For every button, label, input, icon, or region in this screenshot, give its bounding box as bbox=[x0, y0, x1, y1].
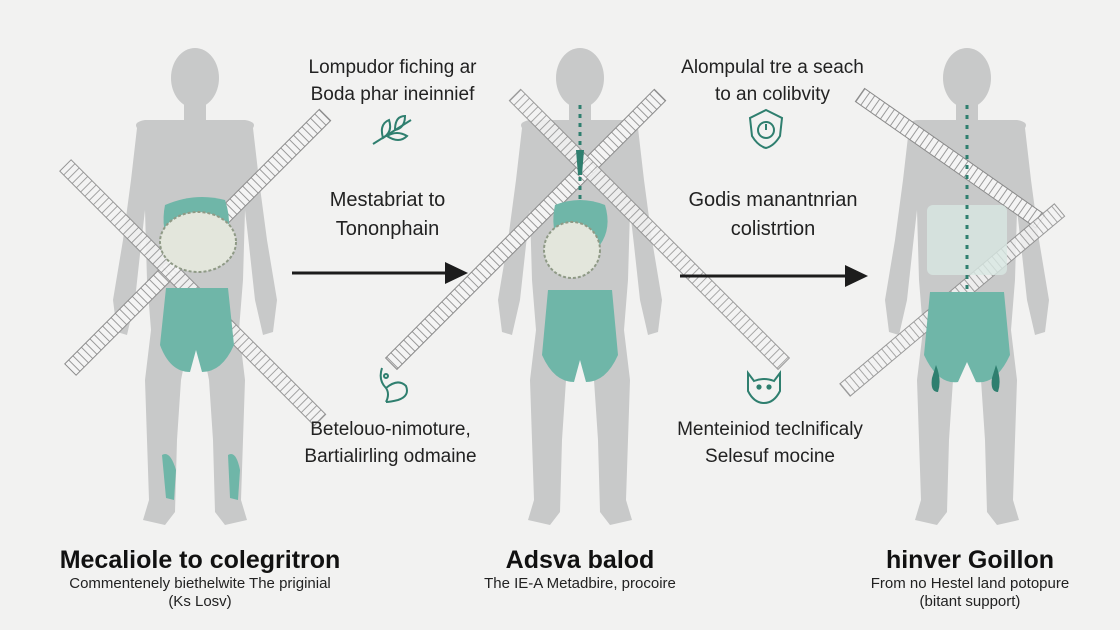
figure-3-caption: hinver Goillon From no Hestel land potop… bbox=[835, 546, 1105, 611]
measuring-scale bbox=[384, 88, 667, 371]
figure-subtitle: (Ks Losv) bbox=[168, 593, 232, 610]
figure-2-caption: Adsva balod The IE-A Metadbire, procoire bbox=[440, 546, 720, 593]
intestine-cluster bbox=[543, 221, 601, 279]
caption-right-bottom: Menteiniod teclnificaly Selesuf mocine bbox=[677, 419, 863, 467]
stopwatch-shield-icon bbox=[748, 108, 784, 150]
caption-right-top: Alompulal tre a seach to an colibvity bbox=[681, 57, 864, 105]
intestine-cluster bbox=[159, 211, 237, 273]
figure-subtitle: Commentenely biethelwite The priginial bbox=[69, 575, 331, 592]
stomach-organ-icon bbox=[379, 367, 408, 403]
calf-muscle bbox=[228, 454, 240, 500]
thigh-muscles bbox=[160, 288, 234, 372]
figure-subtitle: From no Hestel land potopure bbox=[870, 575, 1070, 592]
figure-subtitle: (bitant support) bbox=[919, 593, 1021, 610]
caption-left-mid: Mestabriat to Tononphain bbox=[329, 189, 446, 240]
arrow-right bbox=[680, 265, 868, 287]
figure-1-caption: Mecaliole to colegritron Commentenely bi… bbox=[40, 546, 360, 611]
thigh-muscles bbox=[542, 290, 618, 382]
figure-1 bbox=[59, 48, 332, 525]
cat-face-icon bbox=[747, 370, 781, 405]
figure-title: hinver Goillon bbox=[885, 546, 1055, 574]
calf-muscle bbox=[162, 454, 176, 500]
arrow-right bbox=[292, 262, 468, 284]
caption-left-top: Lompudor fiching ar Boda phar ineinnief bbox=[308, 57, 477, 105]
figure-2 bbox=[384, 48, 791, 525]
figure-subtitle: The IE-A Metadbire, procoire bbox=[484, 575, 676, 592]
abdomen-highlight bbox=[927, 205, 1007, 275]
figure-title: Adsva balod bbox=[505, 546, 655, 574]
figure-title: Mecaliole to colegritron bbox=[59, 546, 341, 574]
leaf-cluster-icon bbox=[372, 114, 412, 145]
caption-left-bottom: Betelouo-nimoture, Bartialirling odmaine bbox=[304, 419, 477, 467]
caption-right-mid: Godis manantnrian colistrtion bbox=[688, 189, 858, 240]
thigh-muscles bbox=[924, 292, 1010, 383]
figure-3 bbox=[839, 48, 1066, 525]
